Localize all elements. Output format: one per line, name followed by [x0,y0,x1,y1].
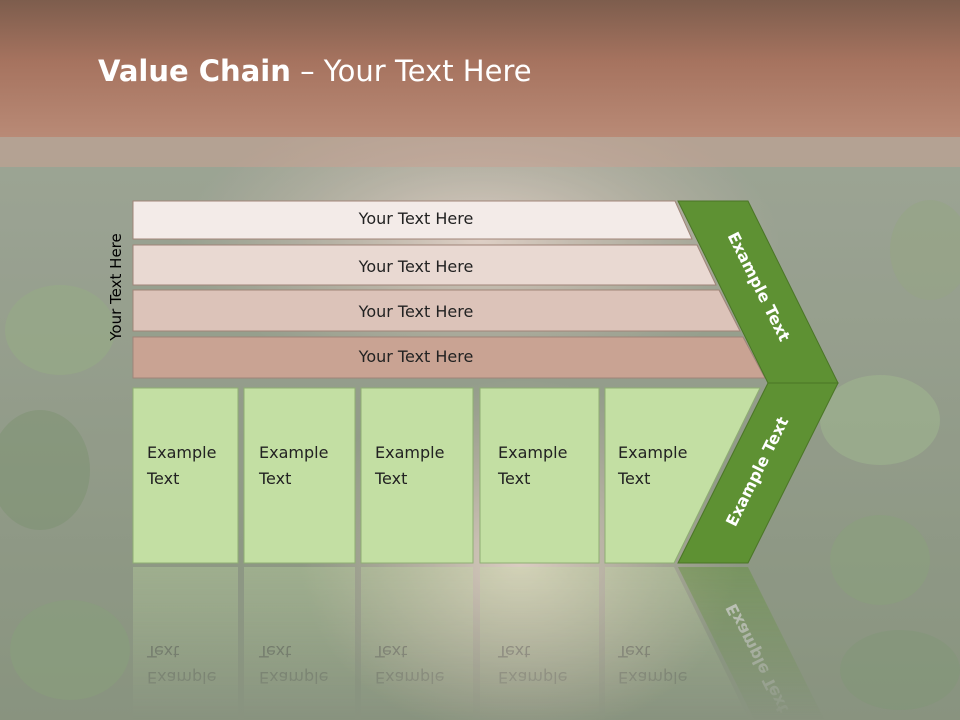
box-5: Example Text [604,387,761,564]
reflection-box-2 [244,567,355,720]
box-1: Example Text [132,387,239,564]
box-1-line-1: Example [147,443,216,462]
reflection-box-4 [480,567,599,720]
bar-3-shape [132,289,741,332]
box-2-shape [243,387,356,564]
box-5-line-2: Text [617,469,650,488]
reflection-box-5 [605,567,750,720]
box-4-shape [479,387,600,564]
reflection-box-3-line-2: Text [374,642,407,661]
reflection-box-3-line-1: Example [375,668,444,687]
box-3-shape [360,387,474,564]
box-2: Example Text [243,387,356,564]
bar-2: Your Text Here [132,244,717,286]
box-4-line-2: Text [497,469,530,488]
title-rest: – Your Text Here [290,54,532,88]
bar-4-label: Your Text Here [358,347,474,366]
reflection-box-2-line-2: Text [258,642,291,661]
title-bold: Value Chain [98,54,291,88]
bar-1-label: Your Text Here [358,209,474,228]
bar-4: Your Text Here [132,336,766,379]
bar-1: Your Text Here [132,200,693,240]
reflection-box-3 [361,567,473,720]
box-3-line-1: Example [375,443,444,462]
box-3-line-2: Text [374,469,407,488]
reflection-box-4-line-1: Example [498,668,567,687]
title-bar [0,0,960,137]
reflection-box-1 [133,567,238,720]
reflection: Example Text Example Text Example Text E… [133,567,825,720]
bar-2-shape [132,244,717,286]
bar-3: Your Text Here [132,289,741,332]
chevron-bottom-shape [677,382,839,564]
reflection-box-1-line-1: Example [147,668,216,687]
box-5-line-1: Example [618,443,687,462]
title-band [0,137,960,167]
box-5-shape [604,387,761,564]
reflection-box-2-line-1: Example [259,668,328,687]
box-3: Example Text [360,387,474,564]
reflection-chevron [678,567,825,720]
box-2-line-2: Text [258,469,291,488]
reflection-box-4-line-2: Text [497,642,530,661]
page-title: Value Chain – Your Text Here [98,54,532,88]
bar-2-label: Your Text Here [358,257,474,276]
bar-1-shape [132,200,693,240]
reflection-box-5-line-2: Text [617,642,650,661]
reflection-box-5-line-1: Example [618,668,687,687]
chevron: Example Text Example Text [677,200,839,564]
bar-3-label: Your Text Here [358,302,474,321]
reflection-box-1-line-2: Text [146,642,179,661]
box-4-line-1: Example [498,443,567,462]
box-1-line-2: Text [146,469,179,488]
box-2-line-1: Example [259,443,328,462]
box-4: Example Text [479,387,600,564]
box-1-shape [132,387,239,564]
